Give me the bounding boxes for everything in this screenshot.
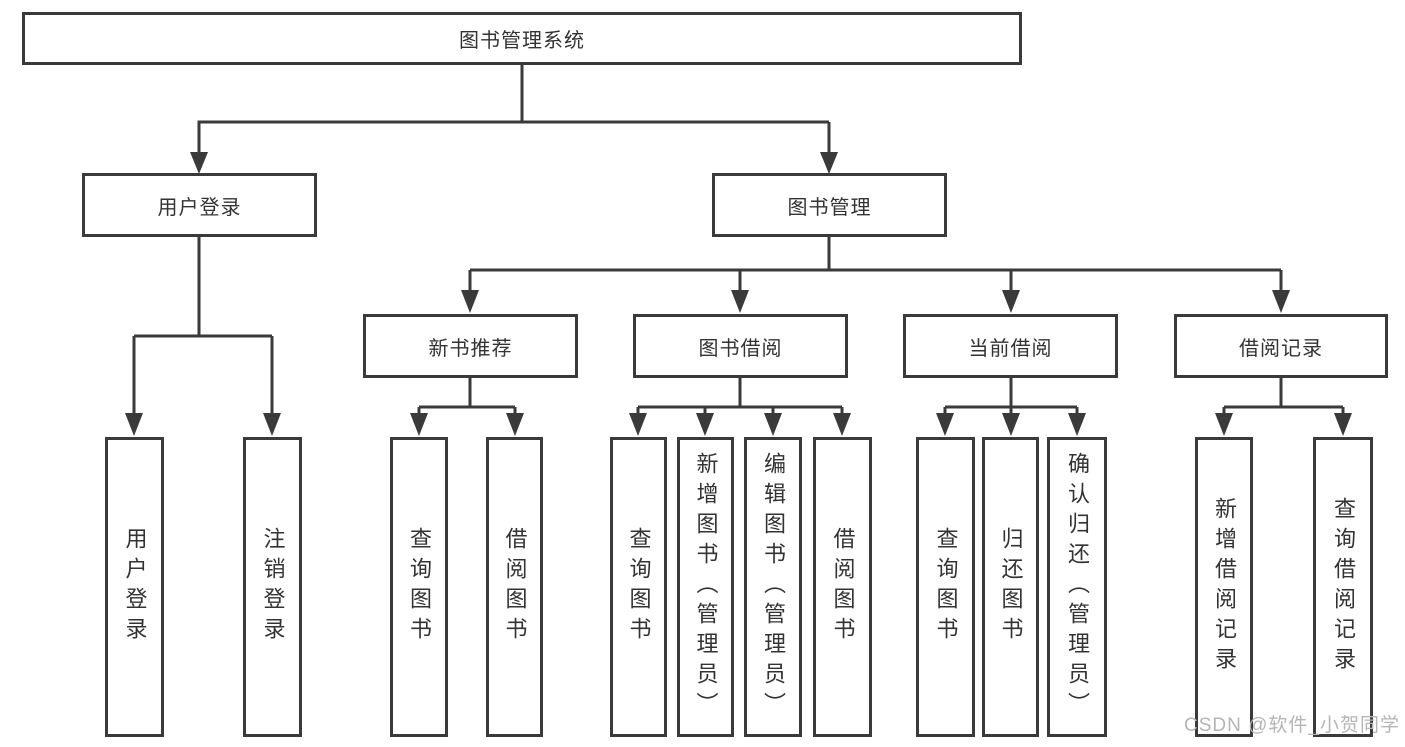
leaf-label: 查询图书 bbox=[933, 527, 959, 647]
node-book-management: 图书管理 bbox=[712, 173, 947, 237]
node-current-borrow: 当前借阅 bbox=[903, 314, 1118, 378]
node-user-login: 用户登录 bbox=[82, 173, 317, 237]
connector-arrowheads bbox=[125, 152, 1352, 436]
leaf-query-borrow-record: 查询借阅记录 bbox=[1313, 437, 1373, 737]
node-label: 用户登录 bbox=[157, 196, 242, 219]
node-label: 借阅记录 bbox=[1239, 337, 1323, 360]
leaf-label: 查询图书 bbox=[407, 527, 432, 647]
leaf-label: 归还图书 bbox=[998, 527, 1024, 647]
leaf-query-books-borrow: 查询图书 bbox=[610, 437, 667, 737]
leaf-borrow-books: 借阅图书 bbox=[813, 437, 872, 737]
leaf-confirm-return-admin: 确认归还（管理员） bbox=[1047, 437, 1107, 737]
node-library-management-system: 图书管理系统 bbox=[22, 12, 1022, 65]
leaf-user-login: 用户登录 bbox=[105, 437, 164, 737]
node-label: 当前借阅 bbox=[968, 337, 1053, 360]
leaf-add-borrow-record: 新增借阅记录 bbox=[1195, 437, 1253, 737]
leaf-label: 编辑图书（管理员） bbox=[761, 452, 786, 722]
leaf-query-books-current: 查询图书 bbox=[916, 437, 975, 737]
node-book-borrow: 图书借阅 bbox=[633, 314, 848, 378]
leaf-label: 查询借阅记录 bbox=[1331, 497, 1356, 677]
node-borrow-records: 借阅记录 bbox=[1174, 314, 1388, 378]
leaf-label: 确认归还（管理员） bbox=[1065, 452, 1090, 722]
connector-lines bbox=[132, 65, 1345, 418]
leaf-edit-book-admin: 编辑图书（管理员） bbox=[744, 437, 802, 737]
csdn-watermark: CSDN @软件_小贺同学 bbox=[1184, 715, 1400, 736]
leaf-logout: 注销登录 bbox=[243, 437, 302, 737]
leaf-label: 查询图书 bbox=[626, 527, 652, 647]
leaf-label: 借阅图书 bbox=[502, 527, 528, 647]
leaf-borrow-books-recommend: 借阅图书 bbox=[486, 437, 543, 737]
leaf-return-book: 归还图书 bbox=[982, 437, 1039, 737]
leaf-label: 用户登录 bbox=[122, 527, 148, 647]
node-label: 新书推荐 bbox=[428, 337, 513, 360]
node-label: 图书管理 bbox=[787, 196, 872, 219]
node-new-book-recommend: 新书推荐 bbox=[363, 314, 578, 378]
leaf-query-books-recommend: 查询图书 bbox=[390, 437, 448, 737]
leaf-label: 注销登录 bbox=[260, 527, 286, 647]
leaf-add-book-admin: 新增图书（管理员） bbox=[677, 437, 734, 737]
node-label: 图书借阅 bbox=[698, 337, 783, 360]
leaf-label: 新增借阅记录 bbox=[1212, 497, 1237, 677]
node-label: 图书管理系统 bbox=[459, 30, 585, 52]
leaf-label: 新增图书（管理员） bbox=[693, 452, 719, 722]
leaf-label: 借阅图书 bbox=[830, 527, 856, 647]
